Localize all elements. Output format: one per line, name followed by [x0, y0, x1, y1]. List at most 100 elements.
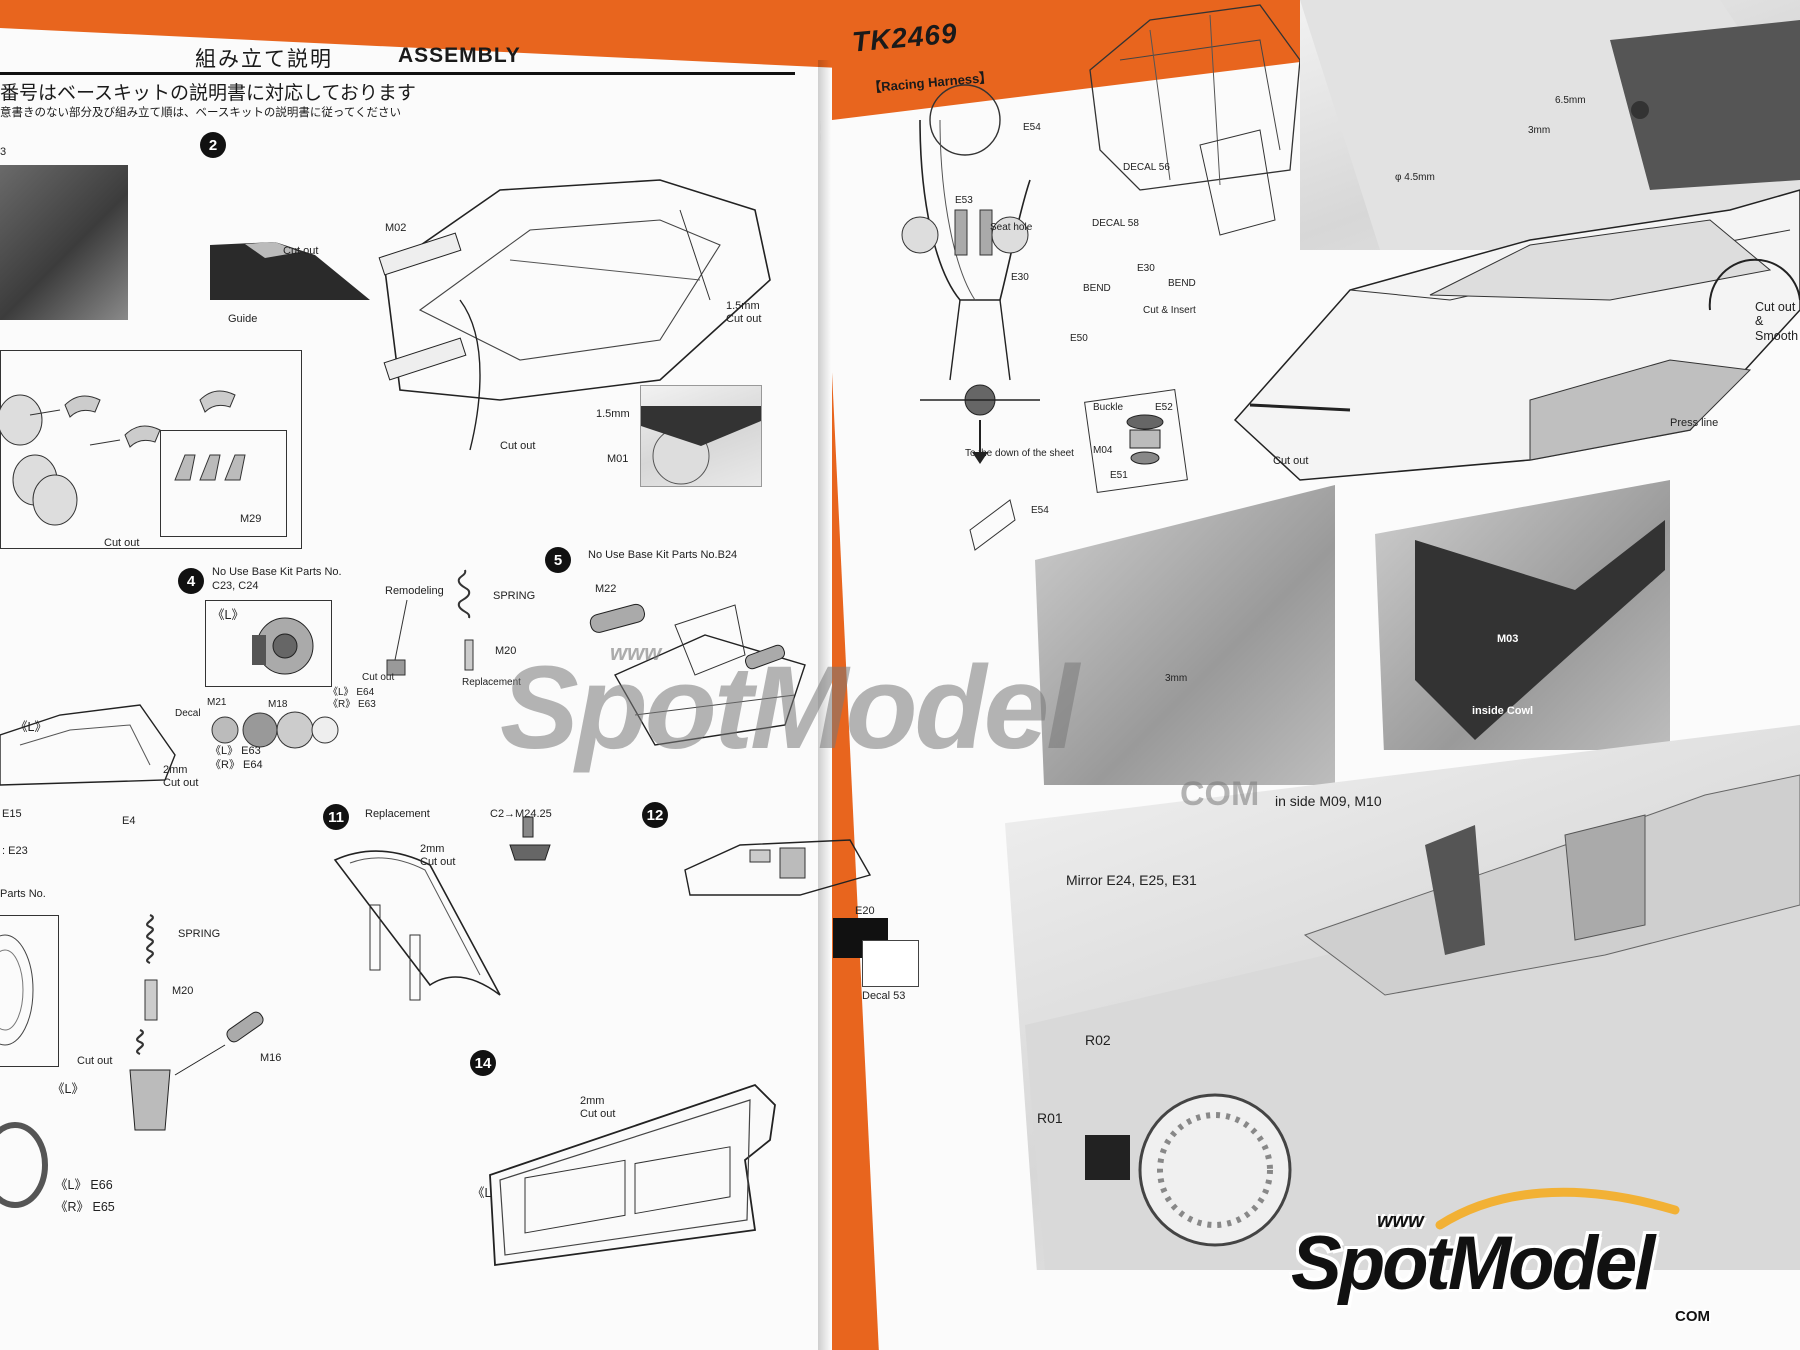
- brakes-2mm-cut: 2mm Cut out: [163, 764, 199, 789]
- fragment-label-3: 3: [0, 146, 7, 158]
- harness-bend2: BEND: [1168, 278, 1196, 289]
- step5-note: No Use Base Kit Parts No.B24: [588, 549, 738, 561]
- step2-cut-out-label: Cut out: [283, 245, 319, 257]
- step12-e20: E20: [855, 905, 875, 917]
- brakes-l-e63: 《L》 E63: [210, 745, 261, 757]
- assembly-header-bar: [0, 42, 795, 75]
- step2-1.5mm-cut-label: 1.5mm Cut out: [726, 300, 762, 325]
- mirror-label: Mirror E24, E25, E31: [1066, 872, 1197, 888]
- remodeling-drawing: [386, 569, 474, 676]
- brake-rotor-set-drawing: [211, 711, 339, 749]
- header-title-jp: 組み立て説明: [195, 48, 333, 71]
- watermark-www: www: [610, 640, 662, 665]
- step4-brake-inset: [205, 600, 332, 687]
- strut-spring: SPRING: [178, 928, 221, 940]
- dim-6.5mm: 6.5mm: [1555, 95, 1586, 106]
- seat-frame-drawing: [333, 850, 501, 1001]
- step4-parts: C23, C24: [212, 580, 259, 592]
- brakes-l-mark: 《L》: [15, 720, 47, 734]
- step5-m22: M22: [595, 583, 617, 595]
- engine-bay-photo: [0, 165, 128, 320]
- cut-out-smooth-label: Cut out & Smooth: [1755, 300, 1799, 343]
- brakes-decal: Decal: [175, 708, 201, 719]
- logo-com: COM: [1675, 1308, 1710, 1325]
- step2-m02-label: M02: [385, 222, 407, 234]
- dash-frame-drawing: [0, 704, 176, 786]
- harness-e52: E52: [1155, 402, 1173, 413]
- pedal-box-drawing: [589, 603, 806, 746]
- step11-c2-label: C2→M24.25: [490, 808, 552, 820]
- step-11-marker: 11: [323, 804, 349, 830]
- brakes-m18: M18: [268, 699, 288, 710]
- harness-e30: E30: [1011, 272, 1029, 283]
- step11-2mm-cut: 2mm Cut out: [420, 843, 456, 868]
- logo-name: SpotModel: [1291, 1221, 1655, 1306]
- strut-m16: M16: [260, 1052, 282, 1064]
- r02-label: R02: [1085, 1032, 1111, 1048]
- rear-body-photo: [1300, 0, 1800, 250]
- guide-panel-drawing: [210, 242, 370, 300]
- brakes-e15: E15: [2, 808, 22, 820]
- step4-replacement: Replacement: [462, 677, 521, 688]
- spotmodel-logo: www SpotModel COM: [1285, 1180, 1755, 1330]
- step11-replacement: Replacement: [365, 808, 430, 820]
- step2-guide-label: Guide: [228, 313, 258, 325]
- wheel-fragment-drawing: [0, 934, 34, 1046]
- step4-l-e64: 《L》 E64: [328, 687, 375, 698]
- parts-no-box: [0, 915, 59, 1067]
- inside-cowl-label: inside Cowl: [1472, 705, 1534, 717]
- harness-e53: E53: [955, 195, 973, 206]
- decal-58: DECAL 58: [1092, 218, 1139, 229]
- step12-decal53: Decal 53: [862, 990, 906, 1002]
- strut-l-mark: 《L》: [52, 1082, 84, 1096]
- watermark-name: SpotModel: [500, 642, 1079, 774]
- m03-label: M03: [1497, 633, 1519, 645]
- buckle-drawing: [1126, 414, 1164, 465]
- brakes-e4: E4: [122, 815, 136, 827]
- wheel-arch-photo: [640, 385, 762, 487]
- exhaust-cut-out-label: Cut out: [104, 537, 140, 549]
- harness-cut-insert: Cut & Insert: [1143, 305, 1196, 316]
- floor-pan-drawing: [378, 179, 771, 451]
- strut-assembly-drawing: [129, 913, 264, 1131]
- step4-spring: SPRING: [493, 590, 536, 602]
- shift-lever-drawing: [509, 816, 551, 861]
- harness-bend: BEND: [1083, 283, 1111, 294]
- harness-to-down: To the down of the sheet: [965, 448, 1074, 459]
- dim-3mm: 3mm: [1528, 125, 1551, 136]
- harness-e50: E50: [1070, 333, 1088, 344]
- logo-swoosh-icon: [1435, 1187, 1680, 1230]
- press-line-label: Press line: [1670, 417, 1719, 429]
- harness-e54b: E54: [1031, 505, 1049, 516]
- step14-2mm-cut: 2mm Cut out: [580, 1095, 616, 1120]
- step4-r-e63: 《R》 E63: [328, 699, 376, 710]
- decal-53-white: [862, 940, 919, 987]
- car-side-photo: [1005, 725, 1800, 1270]
- step-2-marker: 2: [200, 132, 226, 158]
- step4-cut-out: Cut out: [362, 672, 395, 683]
- step4-l-mark: 《L》: [212, 608, 244, 622]
- header-note-line1: 番号はベースキットの説明書に対応しております: [0, 83, 416, 104]
- step2-m01-label: M01: [607, 453, 629, 465]
- brakes-r-e64: 《R》 E64: [210, 759, 263, 771]
- brakes-m21: M21: [207, 697, 227, 708]
- step2-cut-out2-label: Cut out: [500, 440, 536, 452]
- watermark-com: COM: [1180, 775, 1260, 813]
- header-title-en: ASSEMBLY: [398, 44, 521, 67]
- step4-remodeling: Remodeling: [385, 585, 444, 597]
- exhaust-parts-drawing: [0, 390, 236, 526]
- strut-m20: M20: [172, 985, 194, 997]
- step-4-marker: 4: [178, 568, 204, 594]
- body-cut-out-label: Cut out: [1273, 455, 1309, 467]
- harness-buckle: Buckle: [1093, 402, 1124, 413]
- harness-drawing: [901, 84, 1040, 551]
- step-14-marker: 14: [470, 1050, 496, 1076]
- harness-e51: E51: [1110, 470, 1128, 481]
- brake-disc-drawing: [252, 617, 314, 675]
- harness-seat-hole: Seat hole: [990, 222, 1033, 233]
- hub-ring-drawing: [0, 1122, 48, 1208]
- parts-no-label: Parts No.: [0, 888, 46, 900]
- step2-1.5mm-label: 1.5mm: [596, 408, 630, 420]
- m29-label: M29: [240, 513, 262, 525]
- cowl-dim-3mm: 3mm: [1165, 673, 1188, 684]
